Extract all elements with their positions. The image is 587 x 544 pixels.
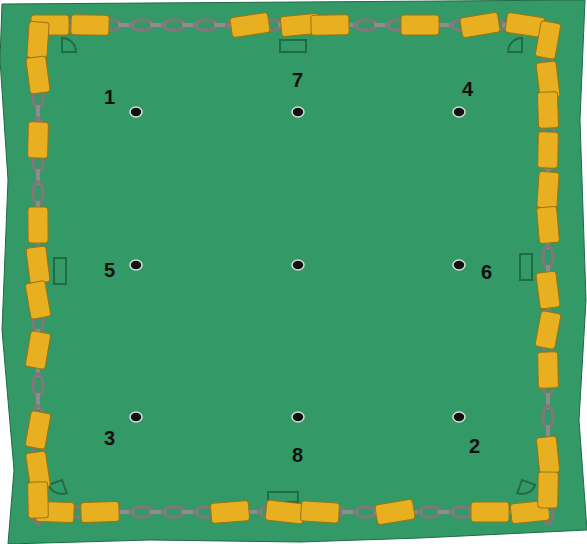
chafe-sleeve <box>26 56 51 94</box>
chain <box>33 20 553 524</box>
chafe-sleeve <box>536 271 560 309</box>
chain-link <box>163 507 185 517</box>
chafe-sleeve <box>401 15 439 35</box>
chafe-sleeve <box>538 472 559 508</box>
hole <box>292 107 304 117</box>
hole <box>130 260 142 270</box>
hole <box>292 412 304 422</box>
chain-link <box>163 20 185 30</box>
chafe-sleeve <box>537 171 559 208</box>
d-ring <box>49 480 67 498</box>
callout-number: 4 <box>462 79 473 99</box>
chafe-sleeve <box>25 411 51 450</box>
hole <box>130 412 142 422</box>
chain-link <box>33 374 43 396</box>
chafe-sleeve <box>536 436 560 474</box>
chafe-sleeve <box>28 482 49 518</box>
chafe-sleeve <box>25 331 51 370</box>
chafe-sleeve <box>375 499 416 525</box>
d-ring <box>520 254 532 280</box>
chafe-sleeve <box>311 15 349 36</box>
chafe-sleeve <box>81 501 120 522</box>
chafe-sleeve <box>300 501 339 523</box>
chafe-sleeve <box>28 122 49 158</box>
chafe-sleeve <box>26 246 50 284</box>
callout-number: 8 <box>292 445 303 465</box>
callout-number: 6 <box>481 262 492 282</box>
chafe-sleeve <box>28 207 48 243</box>
hole <box>292 260 304 270</box>
chafe-sleeve <box>230 12 271 37</box>
d-ring <box>62 38 76 52</box>
hole <box>453 412 465 422</box>
callout-number: 1 <box>104 87 115 107</box>
hole <box>453 107 465 117</box>
chain-link <box>355 507 377 517</box>
chafe-sleeve <box>535 310 561 349</box>
chafe-sleeve <box>538 132 559 168</box>
chafe-sleeve <box>471 502 509 522</box>
chafe-sleeve <box>71 15 109 36</box>
d-rings <box>49 38 535 502</box>
callout-number: 2 <box>469 436 480 456</box>
chafe-sleeve <box>537 206 560 244</box>
chafe-sleeve <box>27 21 49 58</box>
callout-number: 7 <box>292 70 303 90</box>
chafe-sleeve <box>535 21 561 60</box>
callout-number: 3 <box>104 428 115 448</box>
chafe-sleeve <box>210 500 250 523</box>
hole <box>130 107 142 117</box>
chain-link <box>33 182 43 204</box>
d-ring <box>508 38 522 52</box>
d-ring <box>280 40 306 52</box>
hole <box>453 260 465 270</box>
chafe-sleeve <box>265 500 305 524</box>
chain-link <box>543 246 553 268</box>
chafe-sleeve <box>538 352 559 388</box>
callout-number: 5 <box>104 260 115 280</box>
chain-link <box>451 507 473 517</box>
holes <box>130 107 465 422</box>
chain-link <box>131 507 153 517</box>
chain-link <box>195 20 217 30</box>
chafe-sleeve <box>537 92 558 129</box>
chafe-sleeves <box>25 12 561 525</box>
chafe-sleeve <box>460 12 501 38</box>
chain-link <box>355 20 377 30</box>
d-ring <box>517 480 535 498</box>
chafe-sleeve <box>25 281 51 320</box>
chain-link <box>419 507 441 517</box>
d-ring <box>54 258 66 284</box>
chain-link <box>543 406 553 428</box>
chain-link <box>131 20 153 30</box>
